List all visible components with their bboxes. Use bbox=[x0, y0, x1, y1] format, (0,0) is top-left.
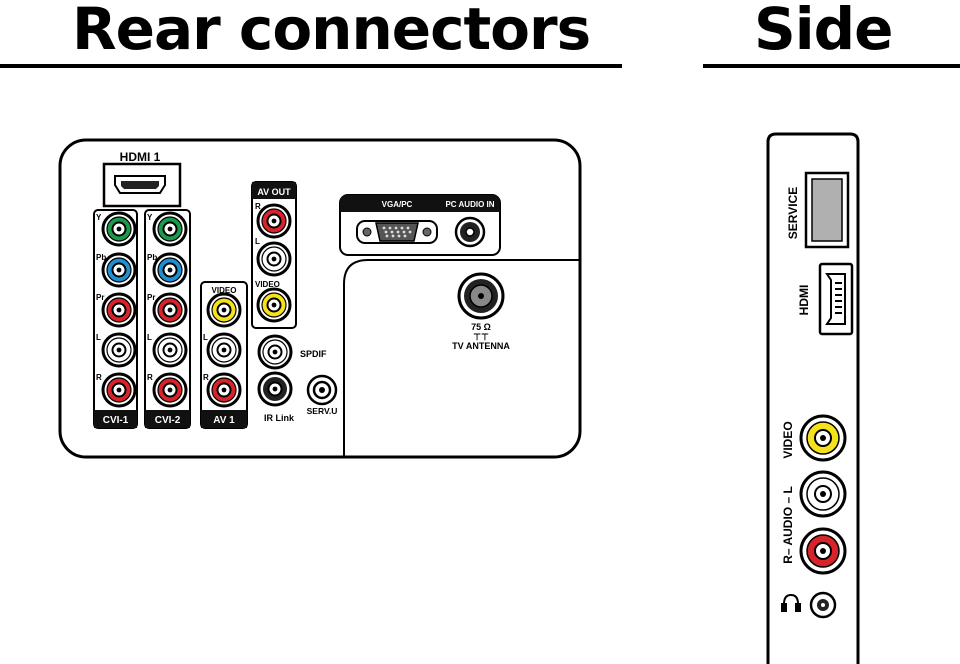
avout-video-jack[interactable] bbox=[256, 287, 292, 323]
side-audio-r-jack[interactable] bbox=[799, 527, 847, 575]
cvi1-pin-pb: Pb bbox=[96, 253, 106, 262]
cvi1-pb-jack[interactable] bbox=[101, 252, 137, 288]
av1-l-jack[interactable] bbox=[206, 332, 242, 368]
av1-pin-l: L bbox=[203, 333, 208, 342]
side-audio-label: R– AUDIO – L bbox=[781, 486, 795, 564]
vga-pc-audio-group: VGA/PC PC AUDIO IN bbox=[339, 194, 501, 256]
cvi1-l-jack[interactable] bbox=[101, 332, 137, 368]
side-headphone-jack[interactable] bbox=[809, 591, 837, 619]
cvi1-group: CVI-1 Y Pb Pr L R bbox=[93, 209, 138, 429]
av1-group: AV 1 VIDEO L R bbox=[200, 281, 248, 429]
cvi2-pin-pb: Pb bbox=[147, 253, 157, 262]
avout-pin-r: R bbox=[255, 202, 261, 211]
cvi1-r-jack[interactable] bbox=[101, 372, 137, 408]
servu-jack[interactable] bbox=[306, 374, 338, 406]
irlink-label: IR Link bbox=[264, 413, 295, 423]
cvi2-pin-l: L bbox=[147, 333, 152, 342]
avout-l-jack[interactable] bbox=[256, 241, 292, 277]
vga-label: VGA/PC bbox=[382, 200, 413, 209]
side-video-label: VIDEO bbox=[781, 421, 795, 458]
cvi2-y-jack[interactable] bbox=[152, 211, 188, 247]
avout-pin-video: VIDEO bbox=[255, 280, 280, 289]
cvi1-pin-pr: Pr bbox=[96, 293, 104, 302]
servu-label: SERV.U bbox=[307, 406, 338, 416]
antenna-symbol: ⊤⊤ bbox=[473, 332, 489, 342]
avout-title: AV OUT bbox=[257, 187, 291, 197]
cvi1-pin-r: R bbox=[96, 373, 102, 382]
vga-port[interactable] bbox=[356, 220, 438, 244]
avout-pin-l: L bbox=[255, 237, 260, 246]
pc-audio-label: PC AUDIO IN bbox=[445, 200, 494, 209]
av1-pin-r: R bbox=[203, 373, 209, 382]
headphone-icon bbox=[781, 593, 801, 612]
side-video-jack[interactable] bbox=[799, 414, 847, 462]
cvi2-pr-jack[interactable] bbox=[152, 292, 188, 328]
spdif-label: SPDIF bbox=[300, 349, 327, 359]
hdmi1-label: HDMI 1 bbox=[120, 150, 161, 164]
av1-video-label: VIDEO bbox=[212, 286, 237, 295]
side-audio-l-jack[interactable] bbox=[799, 470, 847, 518]
cvi2-label: CVI-2 bbox=[155, 415, 181, 426]
side-service-label: SERVICE bbox=[786, 187, 800, 239]
side-hdmi-port[interactable] bbox=[818, 262, 854, 336]
cvi1-pr-jack[interactable] bbox=[101, 292, 137, 328]
av1-r-jack[interactable] bbox=[206, 372, 242, 408]
cvi1-pin-l: L bbox=[96, 333, 101, 342]
pc-audio-jack[interactable] bbox=[454, 216, 486, 248]
cvi1-label: CVI-1 bbox=[103, 415, 129, 426]
cvi2-group: CVI-2 Y Pb Pr L R bbox=[144, 209, 191, 429]
cvi2-l-jack[interactable] bbox=[152, 332, 188, 368]
cvi2-pin-pr: Pr bbox=[147, 293, 155, 302]
side-heading-rule bbox=[703, 64, 960, 68]
cvi2-pin-r: R bbox=[147, 373, 153, 382]
cvi2-r-jack[interactable] bbox=[152, 372, 188, 408]
irlink-jack[interactable] bbox=[257, 371, 293, 407]
cvi1-pin-y: Y bbox=[96, 213, 102, 222]
antenna-jack[interactable] bbox=[457, 272, 505, 320]
cvi2-pb-jack[interactable] bbox=[152, 252, 188, 288]
antenna-label: TV ANTENNA bbox=[452, 341, 510, 351]
rear-connectors-heading: Rear connectors bbox=[72, 0, 591, 63]
antenna-ohm-label: 75 Ω bbox=[471, 322, 491, 332]
avout-group: AV OUT R L VIDEO bbox=[251, 181, 297, 329]
av1-label: AV 1 bbox=[213, 415, 235, 426]
spdif-jack[interactable] bbox=[257, 334, 293, 370]
side-service-port[interactable] bbox=[804, 171, 850, 249]
hdmi1-port[interactable] bbox=[102, 162, 182, 208]
rear-heading-rule bbox=[0, 64, 622, 68]
cvi1-y-jack[interactable] bbox=[101, 211, 137, 247]
av1-video-jack[interactable] bbox=[206, 292, 242, 328]
cvi2-pin-y: Y bbox=[147, 213, 153, 222]
side-heading: Side bbox=[754, 0, 894, 63]
avout-r-jack[interactable] bbox=[256, 203, 292, 239]
side-hdmi-label: HDMI bbox=[797, 285, 811, 316]
